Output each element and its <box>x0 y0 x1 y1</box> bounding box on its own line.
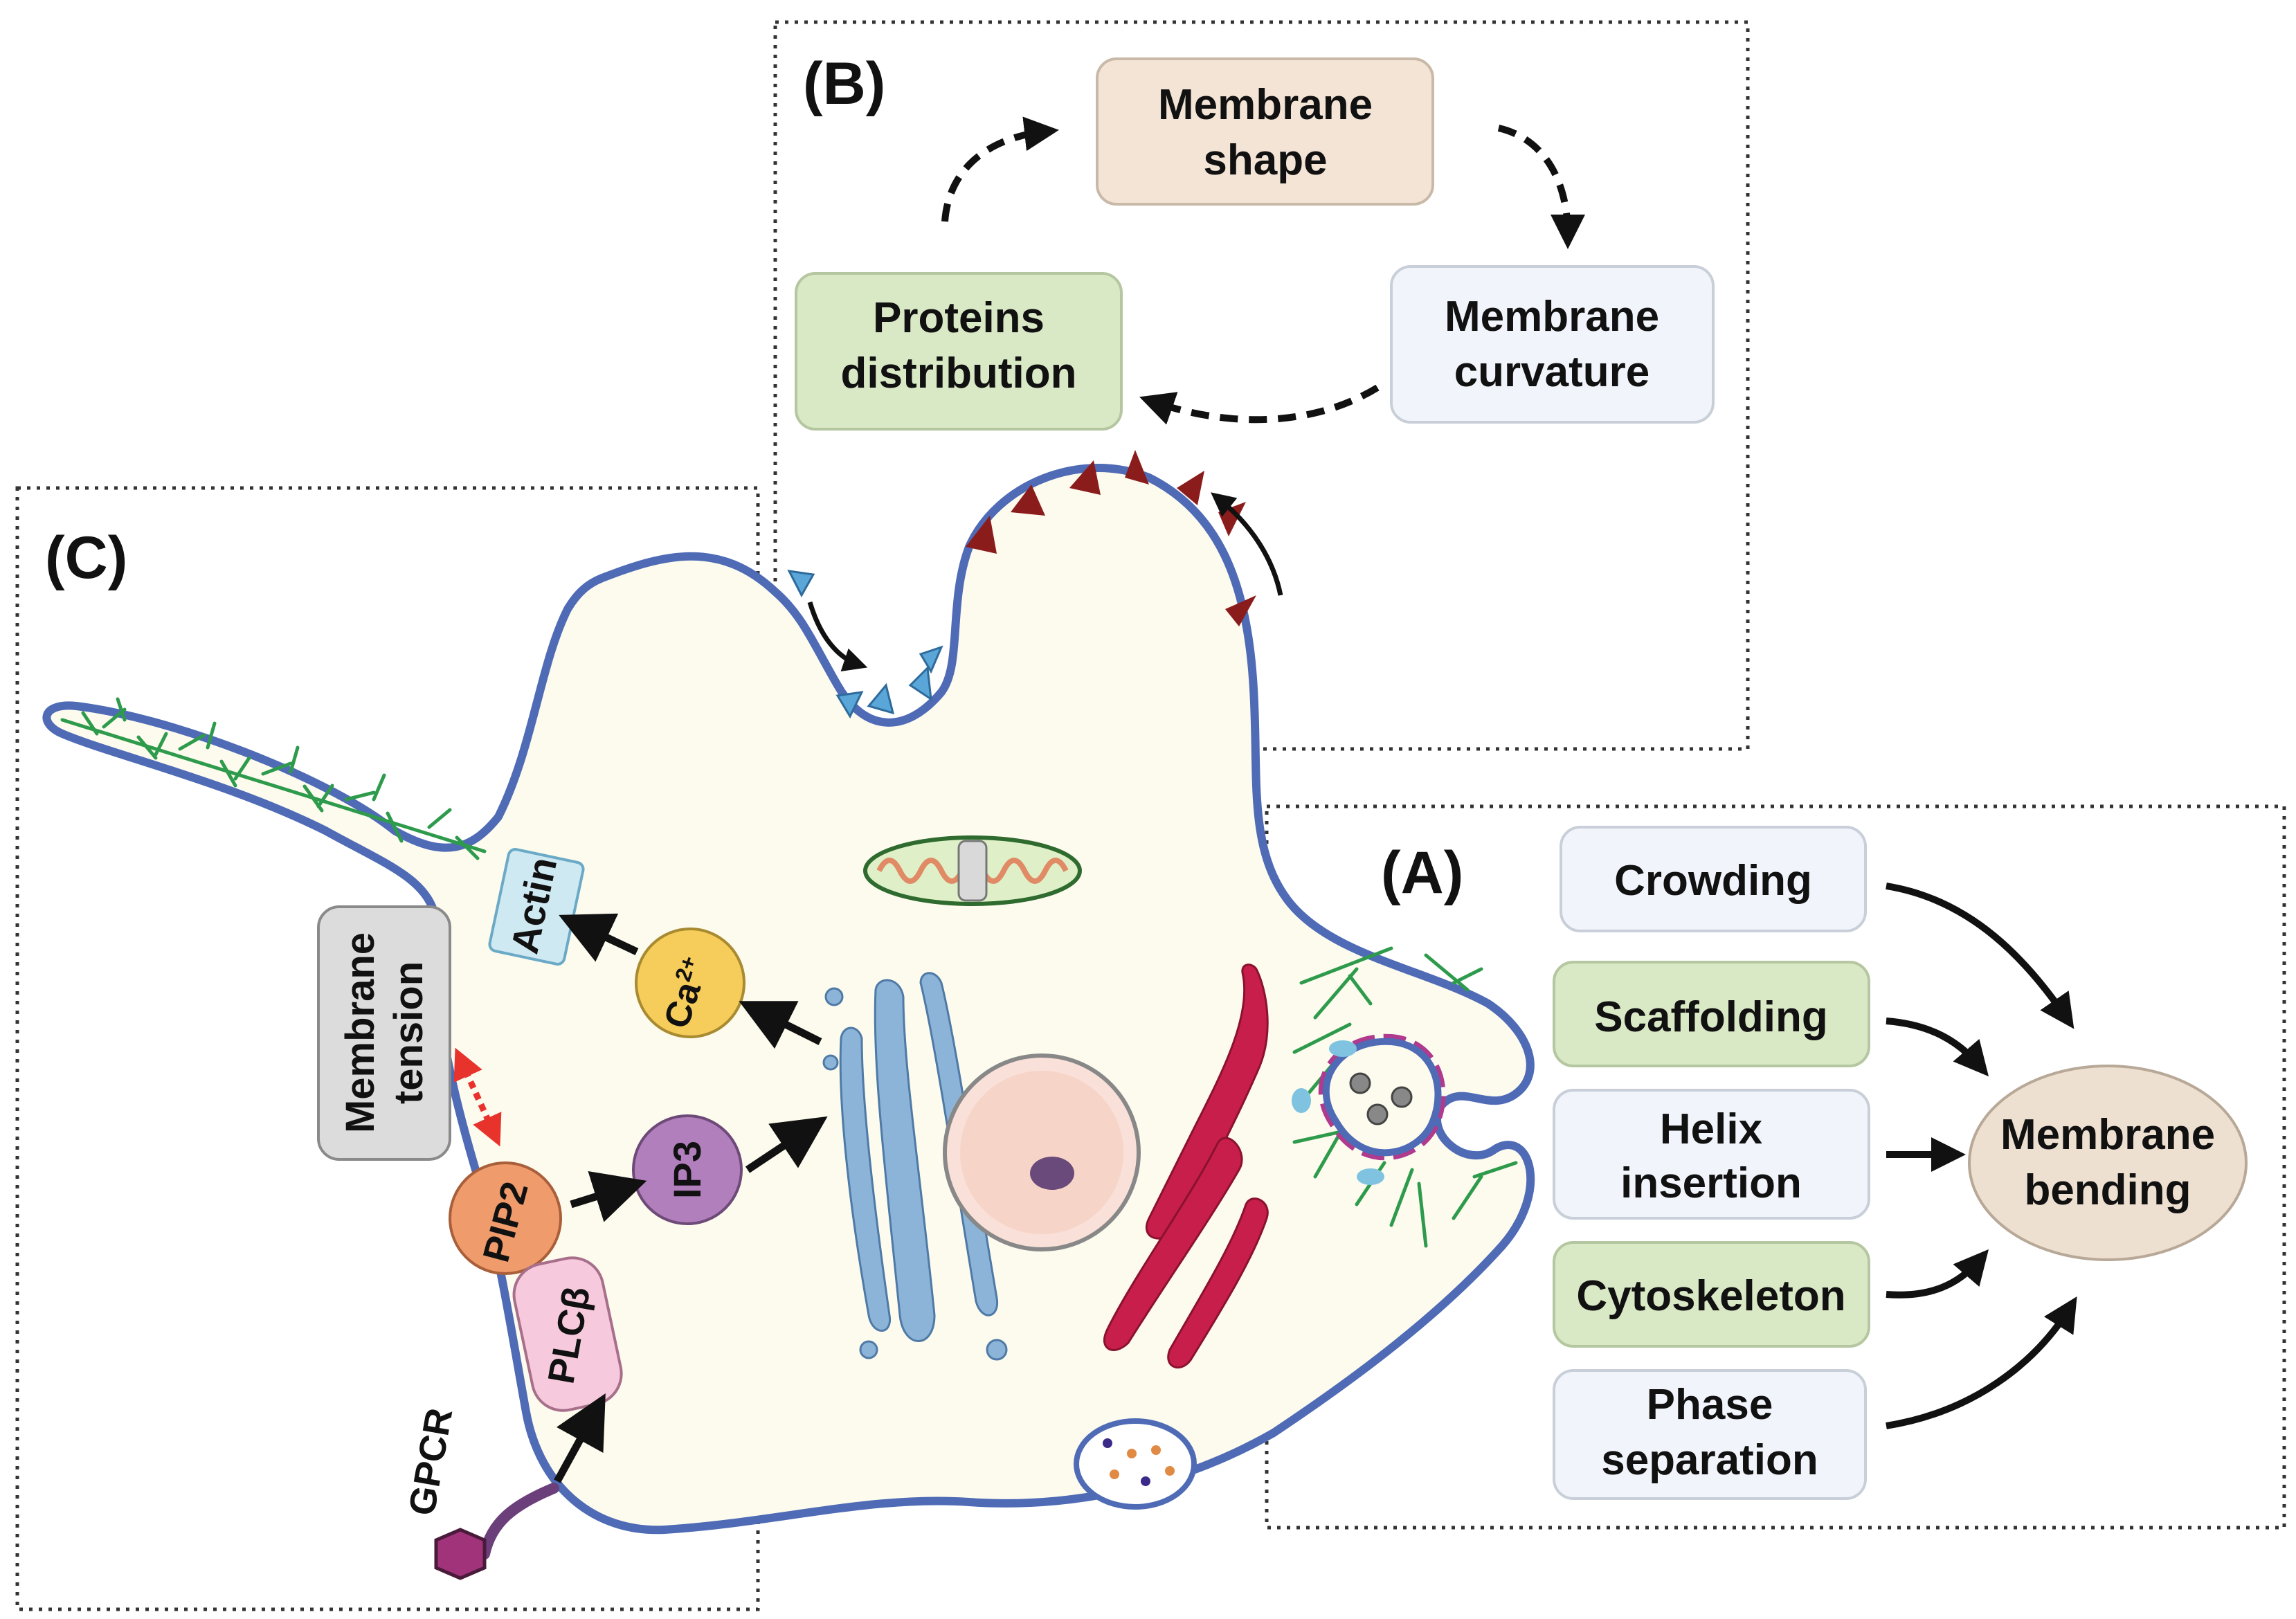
cycle-arrow-curvature-to-proteins <box>1139 384 1380 425</box>
cytoskeleton-box: Cytoskeleton <box>1553 1241 1870 1348</box>
blue-wedge-arrow <box>807 601 868 671</box>
arrow-cytoskeleton <box>1886 1249 1989 1299</box>
svg-text:GPCR: GPCR <box>401 1405 460 1519</box>
membrane-curvature-box: Membrane curvature <box>1390 265 1715 424</box>
svg-text:insertion: insertion <box>1620 1159 1802 1207</box>
arrow-ip3-to-er <box>745 1116 828 1173</box>
ca-circle: Ca2+ <box>635 928 745 1038</box>
actin-network-icon <box>60 697 487 860</box>
plc-beta-box: PLCβ <box>512 1256 623 1412</box>
svg-text:Helix: Helix <box>1660 1105 1763 1153</box>
svg-text:Phase: Phase <box>1647 1381 1773 1429</box>
svg-text:Crowding: Crowding <box>1614 857 1812 905</box>
pip2-circle: PIP2 <box>449 1161 562 1275</box>
actin-box: Actin <box>488 848 585 966</box>
phase-separation-box: Phase separation <box>1553 1369 1867 1500</box>
endoplasmic-reticulum-icon <box>1103 964 1269 1369</box>
mitochondrion-icon <box>863 835 1082 906</box>
panel-b-label: (B) <box>803 51 885 117</box>
scaffolding-box: Scaffolding <box>1553 961 1870 1067</box>
panel-c-label: (C) <box>45 525 127 591</box>
red-wedge-arrow <box>1211 492 1283 596</box>
cycle-arrow-shape-to-curvature <box>1497 125 1585 249</box>
svg-text:Membrane: Membrane <box>1158 81 1373 129</box>
proteins-distribution-box: Proteins distribution <box>795 272 1123 431</box>
svg-text:tension: tension <box>386 961 431 1104</box>
svg-text:separation: separation <box>1601 1436 1818 1484</box>
arrow-gpcr-to-plc <box>554 1393 606 1483</box>
clathrin-pit-icon <box>1292 1033 1446 1185</box>
svg-text:IP3: IP3 <box>665 1141 709 1199</box>
panel-a-label: (A) <box>1381 840 1463 906</box>
arrow-pip2-to-ip3 <box>570 1171 647 1222</box>
nucleus-icon <box>943 1053 1141 1251</box>
membrane-shape-box: Membrane shape <box>1096 57 1434 206</box>
tension-pip2-double-arrow <box>453 1047 502 1147</box>
arrow-crowding <box>1886 883 2074 1029</box>
svg-text:Membrane: Membrane <box>1445 293 1659 341</box>
arrow-scaffolding <box>1886 1017 1989 1077</box>
svg-text:Scaffolding: Scaffolding <box>1594 993 1828 1041</box>
ip3-circle: IP3 <box>632 1114 743 1225</box>
crowding-box: Crowding <box>1560 826 1867 932</box>
svg-text:bending: bending <box>2024 1166 2191 1214</box>
svg-text:shape: shape <box>1203 136 1327 184</box>
helix-insertion-box: Helix insertion <box>1553 1089 1870 1220</box>
svg-text:Cytoskeleton: Cytoskeleton <box>1576 1272 1845 1320</box>
panel-b-frame <box>773 20 1750 751</box>
svg-text:Membrane: Membrane <box>338 932 383 1133</box>
arrow-er-to-ca <box>739 1001 822 1049</box>
svg-text:curvature: curvature <box>1454 348 1650 396</box>
membrane-bending-oval: Membrane bending <box>1968 1065 2248 1261</box>
svg-text:Proteins: Proteins <box>873 294 1045 342</box>
membrane-tension-box: Membrane tension <box>317 905 451 1161</box>
vesicle-icon <box>1074 1418 1197 1510</box>
panel-a-frame <box>1265 804 2286 1530</box>
arrow-phase <box>1886 1296 2077 1429</box>
svg-text:distribution: distribution <box>841 350 1077 397</box>
cell-membrane <box>42 464 1535 1535</box>
cycle-arrow-proteins-to-shape <box>941 116 1059 222</box>
arrow-ca-to-actin <box>559 913 639 962</box>
svg-text:Membrane: Membrane <box>2000 1111 2215 1159</box>
